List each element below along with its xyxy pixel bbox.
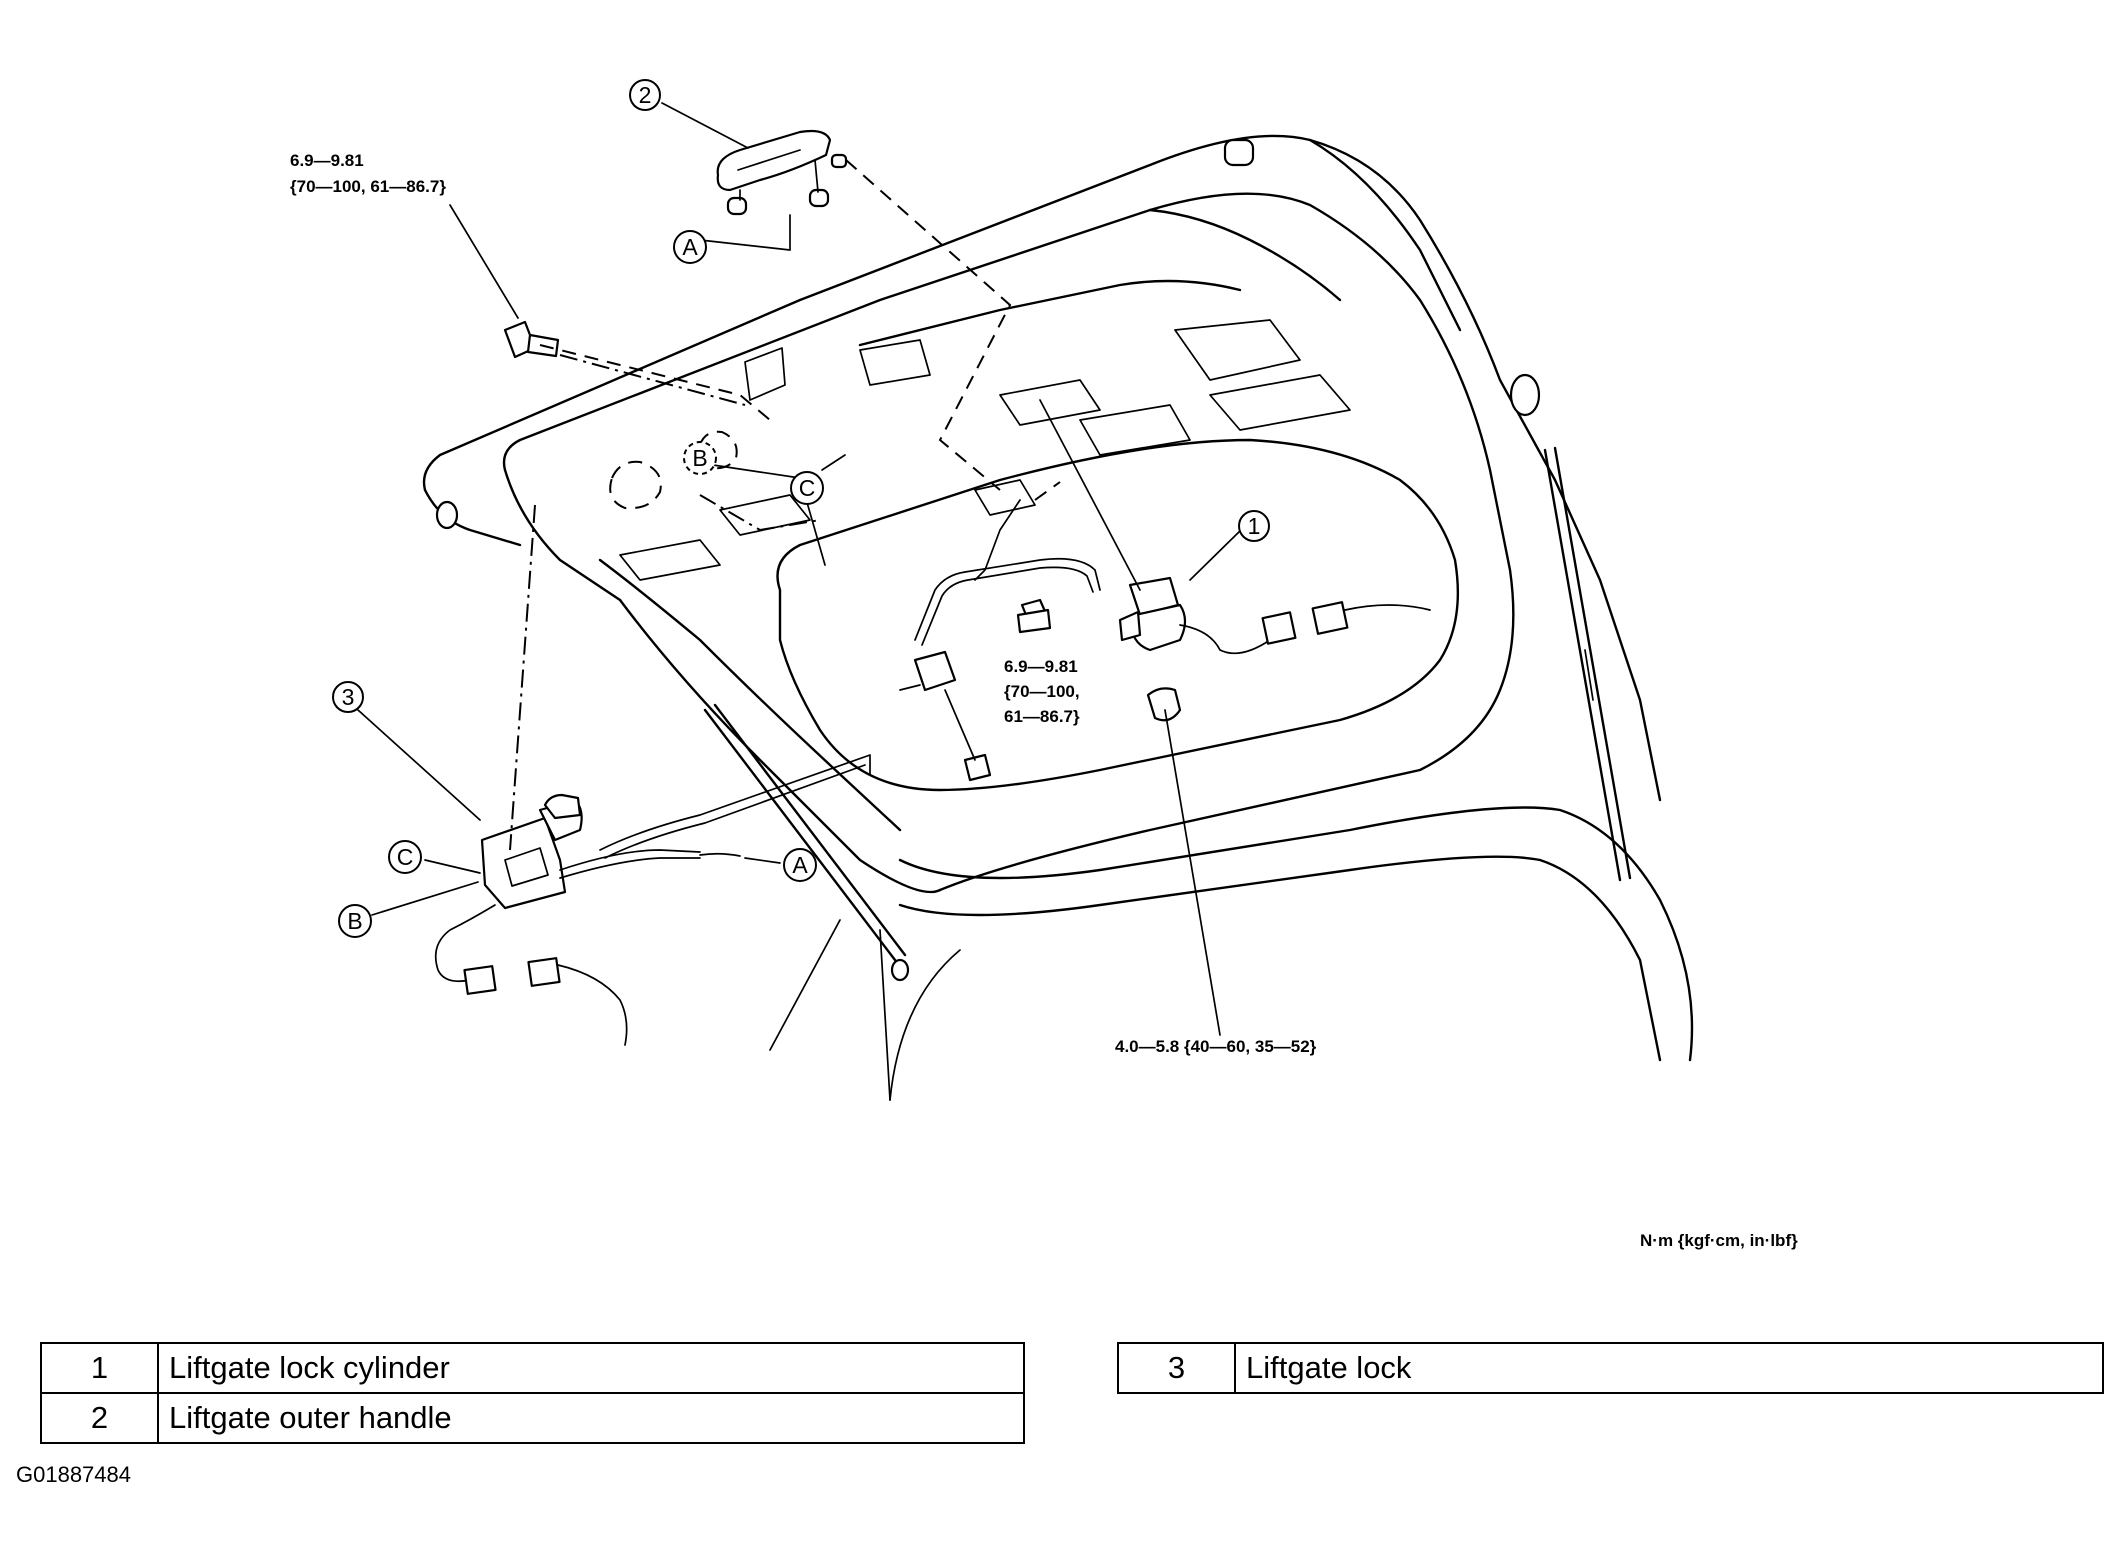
callout-1-circle bbox=[1238, 510, 1270, 542]
torque-rod-nut-line1: 6.9—9.81 bbox=[1004, 657, 1078, 676]
callout-b-bottom-circle bbox=[338, 904, 372, 938]
leader-lines bbox=[357, 102, 1244, 1036]
callout-1: 1 bbox=[1248, 513, 1261, 539]
callout-2: 2 bbox=[639, 82, 652, 108]
callout-b-top: B bbox=[692, 445, 707, 471]
figure-id: G01887484 bbox=[16, 1462, 131, 1487]
torque-rod-nut-line2: {70—100, bbox=[1004, 682, 1080, 701]
legend-part-name: Liftgate lock cylinder bbox=[157, 1342, 1025, 1394]
liftgate-outer-handle bbox=[716, 129, 848, 216]
legend-number: 1 bbox=[40, 1342, 159, 1394]
callout-b-top-circle bbox=[683, 441, 717, 475]
units-note: N·m {kgf·cm, in·lbf} bbox=[1640, 1231, 1798, 1250]
torque-rod-nut-line3: 61—86.7} bbox=[1004, 707, 1080, 726]
callout-b-bottom: B bbox=[347, 908, 362, 934]
legend-table-right: 3 Liftgate lock bbox=[1117, 1342, 2104, 1394]
callout-a-bottom-circle bbox=[783, 848, 817, 882]
torque-handle-bolt-line1: 6.9—9.81 bbox=[290, 151, 364, 170]
callout-c-top-circle bbox=[790, 471, 824, 505]
callout-2-circle bbox=[629, 79, 661, 111]
legend-number: 2 bbox=[40, 1392, 159, 1444]
callout-a-top-circle bbox=[673, 230, 707, 264]
handle-bolt bbox=[503, 320, 560, 359]
callout-3: 3 bbox=[342, 684, 355, 710]
assembly-lines bbox=[509, 159, 1061, 851]
lock-rod bbox=[914, 557, 1101, 646]
legend-row: 3 Liftgate lock bbox=[1117, 1342, 2104, 1394]
liftgate-lock bbox=[434, 754, 871, 1046]
callout-c-bottom: C bbox=[397, 844, 414, 870]
callout-c-bottom-circle bbox=[388, 840, 422, 874]
legend-part-name: Liftgate outer handle bbox=[157, 1392, 1025, 1444]
torque-cylinder-nut: 4.0—5.8 {40—60, 35—52} bbox=[1115, 1037, 1317, 1056]
callout-circles: 2 1 3 A B C A C B bbox=[332, 79, 1270, 938]
legend-table-left: 1 Liftgate lock cylinder 2 Liftgate oute… bbox=[40, 1342, 1025, 1444]
callout-3-circle bbox=[332, 681, 364, 713]
callout-a-top: A bbox=[682, 234, 698, 260]
callout-c-top: C bbox=[799, 475, 816, 501]
legend-part-name: Liftgate lock bbox=[1234, 1342, 2104, 1394]
liftgate-panel bbox=[422, 134, 1694, 1101]
legend-row: 2 Liftgate outer handle bbox=[40, 1392, 1025, 1444]
legend-number: 3 bbox=[1117, 1342, 1236, 1394]
legend-row: 1 Liftgate lock cylinder bbox=[40, 1342, 1025, 1394]
torque-handle-bolt-line2: {70—100, 61—86.7} bbox=[290, 177, 446, 196]
liftgate-lock-cylinder bbox=[1118, 576, 1431, 722]
latch-clip bbox=[899, 650, 992, 782]
callout-a-bottom: A bbox=[792, 852, 808, 878]
torque-specs: 6.9—9.81 {70—100, 61—86.7} 6.9—9.81 {70—… bbox=[290, 151, 1798, 1250]
